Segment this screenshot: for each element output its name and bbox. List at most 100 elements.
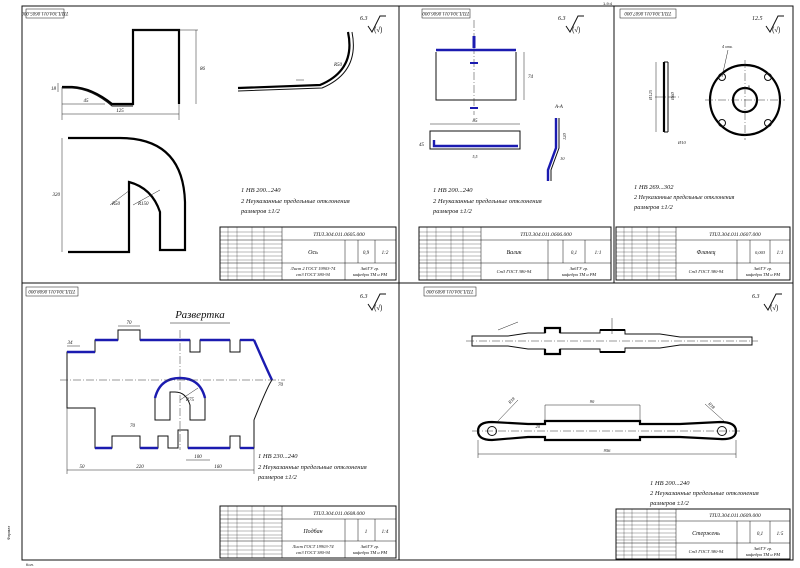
svg-text:R18: R18 xyxy=(506,396,516,406)
panel-5-roughness-icon: 6.3 (√) xyxy=(752,293,782,312)
panel-1-title-code: ТПЛ.304.011.0605.000 xyxy=(313,231,365,238)
svg-text:размеров ±1/2: размеров ±1/2 xyxy=(432,208,472,215)
panel-4-org-1: ЗабГУ гр. xyxy=(361,544,380,549)
svg-text:20: 20 xyxy=(536,424,541,429)
panel-1-profile-dims: 125 45 18 86 xyxy=(51,29,206,120)
panel-4: ТПЛ.304.011.0608.000 6.3 (√) Развертка xyxy=(25,286,397,559)
panel-2-code-box xyxy=(421,8,471,19)
panel-1-org-1: ЗабГУ гр. xyxy=(361,266,380,271)
svg-text:R50: R50 xyxy=(111,202,121,207)
svg-text:2 Неуказанные предельные откл: 2 Неуказанные предельные отклонения xyxy=(258,464,367,471)
svg-text:4 отв.: 4 отв. xyxy=(722,44,733,49)
panel-2-scale: 1:1 xyxy=(595,251,602,256)
panel-5-code-top: ТПЛ.304.011.0609.000 xyxy=(426,288,473,293)
panel-4-development-outline xyxy=(60,329,285,450)
panel-5-org-2: кафедра ТМ и РМ xyxy=(746,552,781,557)
svg-text:85: 85 xyxy=(473,119,479,124)
panel-1-part-profile xyxy=(62,28,181,107)
panel-1-scale: 1:2 xyxy=(382,251,389,256)
panel-2-roughness-icon: 6.3 (√) xyxy=(558,15,584,34)
svg-text:50: 50 xyxy=(80,465,86,470)
panel-4-notes: 1 НВ 230...240 2 Неуказанные предельные … xyxy=(257,453,367,481)
panel-4-dims: 70 34 70 R75 70 50 220 100 160 xyxy=(66,321,284,474)
svg-text:1 НВ 200...240: 1 НВ 200...240 xyxy=(241,187,281,194)
panel-3-code-top: ТПЛ.304.011.0607.000 xyxy=(624,10,671,15)
svg-text:R18: R18 xyxy=(707,400,717,410)
svg-text:размеров ±1/2: размеров ±1/2 xyxy=(257,474,297,481)
svg-text:100: 100 xyxy=(194,455,202,460)
panel-5-side-view xyxy=(466,318,758,356)
svg-text:Ø60: Ø60 xyxy=(670,92,675,101)
svg-text:18: 18 xyxy=(51,87,57,92)
svg-text:6.3: 6.3 xyxy=(558,16,566,22)
svg-text:5,5: 5,5 xyxy=(473,154,478,160)
panel-2-notes: 1 НВ 200...240 2 Неуказанные предельные … xyxy=(432,187,542,215)
svg-text:1 НВ 200...240: 1 НВ 200...240 xyxy=(433,187,473,194)
panel-2-material-1: Ст3 ГОСТ 380-94 xyxy=(497,269,533,274)
panel-1-material-1: Лист 2 ГОСТ 19903-74 xyxy=(290,266,336,271)
panel-5-part-name: Стержень xyxy=(692,531,720,537)
svg-text:R75: R75 xyxy=(185,398,195,403)
svg-text:(√): (√) xyxy=(772,26,781,34)
svg-text:(√): (√) xyxy=(572,26,581,34)
panel-4-scale: 1:4 xyxy=(382,530,389,535)
panel-4-title-code: ТПЛ.304.011.0608.000 xyxy=(313,510,365,517)
panel-5-mass: 0,1 xyxy=(757,532,763,537)
svg-text:размеров ±1/2: размеров ±1/2 xyxy=(649,500,689,507)
svg-text:120: 120 xyxy=(562,133,567,141)
panel-4-mass: 1 xyxy=(365,530,368,535)
svg-text:45: 45 xyxy=(84,99,90,104)
svg-text:R150: R150 xyxy=(137,202,149,207)
svg-text:R50: R50 xyxy=(333,63,343,68)
panel-5-material-1: Ст3 ГОСТ 380-94 xyxy=(689,549,725,554)
panel-1-part-name: Ось xyxy=(308,250,318,256)
panel-1-org-2: кафедра ТМ и РМ xyxy=(353,272,388,277)
svg-text:70: 70 xyxy=(127,321,133,326)
panel-2-title-code: ТПЛ.304.011.0606.000 xyxy=(520,231,572,238)
svg-text:956: 956 xyxy=(604,448,612,453)
panel-3-roughness-icon: 12.5 (√) xyxy=(752,15,784,34)
panel-4-part-name: Подбан xyxy=(302,528,322,535)
svg-text:(√): (√) xyxy=(770,304,779,312)
panel-4-org-2: кафедра ТМ и РМ xyxy=(353,550,388,555)
svg-text:90: 90 xyxy=(590,399,595,404)
panel-1-plan-view: 320 R50 R150 xyxy=(53,136,187,254)
bottom-sheet-mark: Кол. xyxy=(26,562,34,567)
panel-4-roughness-icon: 6.3 (√) xyxy=(360,293,386,312)
panel-4-heading: Развертка xyxy=(174,309,225,321)
panel-4-title-block: ТПЛ.304.011.0608.000 Подбан Лист ГОСТ 19… xyxy=(219,505,397,559)
panel-2-bottom-view: 85 45 5,5 xyxy=(419,119,521,160)
panel-3-org-1: ЗабГУ гр. xyxy=(754,266,773,271)
svg-text:(√): (√) xyxy=(374,304,383,312)
svg-text:размеров ±1/2: размеров ±1/2 xyxy=(633,204,673,211)
svg-text:2 Неуказанные предельные откл: 2 Неуказанные предельные отклонения xyxy=(650,490,759,497)
svg-text:2 Неуказанные предельные откл: 2 Неуказанные предельные отклонения xyxy=(433,198,542,205)
svg-text:6.3: 6.3 xyxy=(752,294,760,300)
panel-4-code-top: ТПЛ.304.011.0608.000 xyxy=(28,288,75,293)
panel-3-title-code: ТПЛ.304.011.0607.000 xyxy=(709,231,761,238)
svg-text:6: 6 xyxy=(748,84,750,89)
panel-4-material-2: ст3 ГОСТ 380-94 xyxy=(296,550,331,555)
panel-5-title-code: ТПЛ.304.011.0609.000 xyxy=(709,512,761,519)
panel-1-roughness-icon: 6.3 (√) xyxy=(360,15,386,34)
panel-2-org-2: кафедра ТМ и РМ xyxy=(562,272,597,277)
svg-text:2 Неуказанные предельные откл: 2 Неуказанные предельные отклонения xyxy=(634,194,735,201)
panel-4-material-1: Лист ГОСТ 19903-74 xyxy=(291,544,334,549)
panel-1-code-box xyxy=(25,8,65,19)
panel-4-code-box xyxy=(25,286,79,297)
panel-1-mass: 0,9 xyxy=(363,251,370,256)
panel-3-mass: 0,003 xyxy=(755,250,766,256)
left-format-mark: Формат xyxy=(6,526,11,540)
svg-text:74: 74 xyxy=(528,75,534,80)
svg-text:86: 86 xyxy=(200,67,206,72)
top-sheet-mark: 1-9:4 xyxy=(603,1,613,6)
svg-text:(√): (√) xyxy=(374,26,383,34)
svg-text:125: 125 xyxy=(116,109,124,114)
svg-text:160: 160 xyxy=(214,465,222,470)
panel-3: ТПЛ.304.011.0607.000 12.5 (√) Ø125 Ø60 Ø… xyxy=(615,8,791,281)
panel-5: ТПЛ.304.011.0609.000 6.3 (√) R18 R xyxy=(423,286,791,560)
svg-text:10: 10 xyxy=(560,156,565,161)
svg-text:6.3: 6.3 xyxy=(360,16,368,22)
